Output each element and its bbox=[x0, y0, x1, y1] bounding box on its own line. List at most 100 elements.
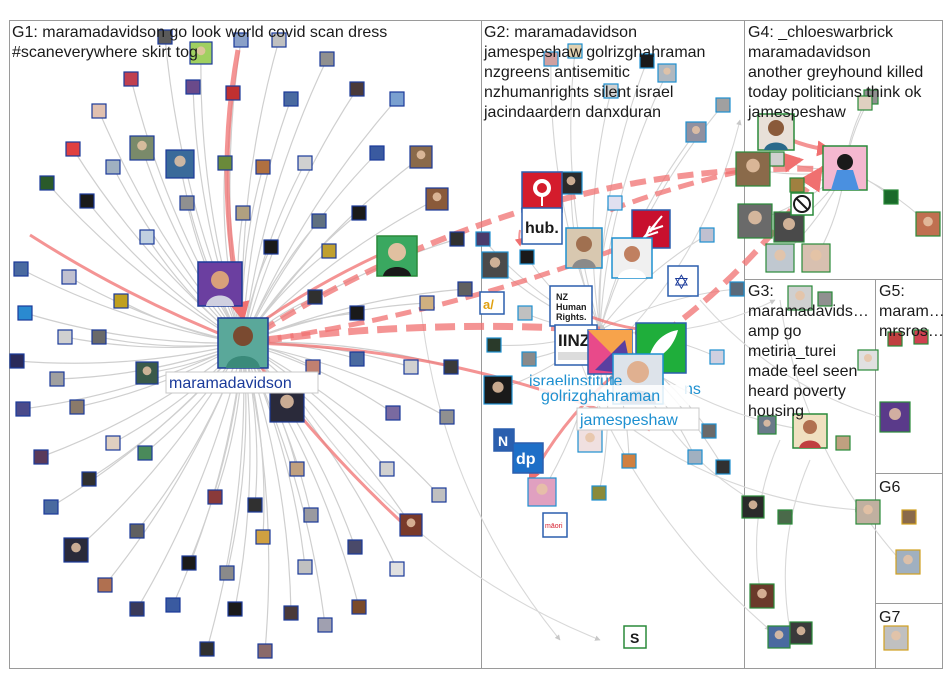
profile-node-g2[interactable] bbox=[715, 97, 731, 113]
profile-node-g2[interactable] bbox=[481, 251, 509, 279]
no-sign-node[interactable] bbox=[790, 192, 814, 216]
profile-node-g1[interactable] bbox=[33, 449, 49, 465]
profile-node-g1[interactable] bbox=[137, 445, 153, 461]
profile-node-g3[interactable] bbox=[749, 583, 775, 609]
profile-node-g1[interactable] bbox=[389, 91, 405, 107]
profile-node-g1[interactable] bbox=[439, 409, 455, 425]
profile-node-g3[interactable] bbox=[789, 621, 813, 645]
g3-photo-node[interactable] bbox=[792, 413, 828, 449]
hub-logo-node[interactable]: hub. bbox=[521, 207, 563, 245]
profile-node-g1[interactable] bbox=[17, 305, 33, 321]
profile-node-g1[interactable] bbox=[157, 29, 173, 45]
profile-node-g1[interactable] bbox=[179, 195, 195, 211]
profile-node-g1[interactable] bbox=[263, 239, 279, 255]
profile-node-g1[interactable] bbox=[189, 41, 213, 65]
label-maramadavidson[interactable]: maramadavidson bbox=[165, 371, 319, 394]
profile-node-g2[interactable] bbox=[603, 83, 619, 99]
profile-node-g1[interactable] bbox=[225, 85, 241, 101]
profile-node-g1[interactable] bbox=[49, 371, 65, 387]
profile-node-g3[interactable] bbox=[855, 499, 881, 525]
profile-node-g2[interactable] bbox=[687, 449, 703, 465]
profile-node-g1[interactable] bbox=[217, 155, 233, 171]
profile-node-g1[interactable] bbox=[13, 261, 29, 277]
woman-photo-node-1[interactable] bbox=[565, 227, 603, 269]
profile-node-g3[interactable] bbox=[817, 291, 833, 307]
dp-logo-node[interactable]: dp bbox=[512, 442, 544, 474]
profile-node-g1[interactable] bbox=[385, 405, 401, 421]
profile-node-g2[interactable] bbox=[709, 349, 725, 365]
profile-node-g5[interactable] bbox=[913, 329, 929, 345]
profile-node-g1[interactable] bbox=[135, 361, 159, 385]
label-jamespeshaw[interactable]: jamespeshaw bbox=[576, 407, 700, 431]
profile-node-g3[interactable] bbox=[767, 625, 791, 649]
profile-node-g1[interactable] bbox=[129, 523, 145, 539]
profile-node-g1[interactable] bbox=[165, 597, 181, 613]
profile-node-g1[interactable] bbox=[79, 193, 95, 209]
profile-node-g1[interactable] bbox=[255, 529, 271, 545]
profile-node-g2[interactable] bbox=[639, 53, 655, 69]
profile-node-g1[interactable] bbox=[349, 81, 365, 97]
profile-node-g1[interactable] bbox=[105, 435, 121, 451]
profile-node-g1[interactable] bbox=[9, 353, 25, 369]
profile-node-g1[interactable] bbox=[185, 79, 201, 95]
g4-photo-node-1[interactable] bbox=[757, 113, 795, 151]
profile-node-g1[interactable] bbox=[399, 513, 423, 537]
profile-node-g1[interactable] bbox=[457, 281, 473, 297]
purple-photo-node[interactable] bbox=[197, 261, 243, 307]
profile-node-g2[interactable] bbox=[527, 477, 557, 507]
profile-node-g1[interactable] bbox=[351, 205, 367, 221]
profile-node-g5[interactable] bbox=[887, 331, 903, 347]
profile-node-g5[interactable] bbox=[857, 349, 879, 371]
profile-node-g2[interactable] bbox=[607, 195, 623, 211]
profile-node-g6[interactable] bbox=[895, 549, 921, 575]
profile-node-g1[interactable] bbox=[165, 149, 195, 179]
maramadavidson-node[interactable] bbox=[217, 317, 269, 369]
profile-node-g1[interactable] bbox=[297, 155, 313, 171]
profile-node-g4[interactable] bbox=[857, 95, 873, 111]
n-logo-node[interactable]: N bbox=[493, 428, 515, 452]
profile-node-g3[interactable] bbox=[757, 415, 777, 435]
profile-node-g2[interactable] bbox=[567, 43, 583, 59]
profile-node-g2[interactable] bbox=[543, 51, 559, 67]
profile-node-g4[interactable] bbox=[735, 151, 771, 187]
profile-node-g2[interactable] bbox=[621, 453, 637, 469]
profile-node-g1[interactable] bbox=[255, 159, 271, 175]
profile-node-g2[interactable] bbox=[729, 281, 745, 297]
profile-node-g5[interactable] bbox=[879, 401, 911, 433]
profile-node-g1[interactable] bbox=[449, 231, 465, 247]
profile-node-g1[interactable] bbox=[419, 295, 435, 311]
profile-node-g1[interactable] bbox=[235, 205, 251, 221]
profile-node-g2[interactable] bbox=[475, 231, 491, 247]
profile-node-g2[interactable] bbox=[715, 459, 731, 475]
profile-node-g1[interactable] bbox=[139, 229, 155, 245]
profile-node-g1[interactable] bbox=[91, 103, 107, 119]
profile-node-g1[interactable] bbox=[425, 187, 449, 211]
woman-photo-node-2[interactable] bbox=[611, 237, 653, 279]
profile-node-g1[interactable] bbox=[349, 351, 365, 367]
profile-node-g1[interactable] bbox=[349, 305, 365, 321]
profile-node-g1[interactable] bbox=[307, 289, 323, 305]
profile-node-g4[interactable] bbox=[737, 203, 773, 239]
profile-node-g3[interactable] bbox=[835, 435, 851, 451]
profile-node-g1[interactable] bbox=[369, 145, 385, 161]
profile-node-g1[interactable] bbox=[43, 499, 59, 515]
profile-node-g2[interactable] bbox=[699, 227, 715, 243]
profile-node-g1[interactable] bbox=[129, 135, 155, 161]
profile-node-g1[interactable] bbox=[379, 461, 395, 477]
profile-node-g2[interactable] bbox=[521, 351, 537, 367]
profile-node-g4[interactable] bbox=[801, 243, 831, 273]
profile-node-g1[interactable] bbox=[303, 507, 319, 523]
profile-node-g4[interactable] bbox=[789, 177, 805, 193]
profile-node-g1[interactable] bbox=[91, 329, 107, 345]
slash-logo-node[interactable]: a/ bbox=[479, 291, 505, 315]
profile-node-g1[interactable] bbox=[105, 159, 121, 175]
profile-node-g2[interactable] bbox=[517, 305, 533, 321]
profile-node-g1[interactable] bbox=[283, 91, 299, 107]
profile-node-g1[interactable] bbox=[289, 461, 305, 477]
profile-node-g1[interactable] bbox=[15, 401, 31, 417]
profile-node-g1[interactable] bbox=[39, 175, 55, 191]
profile-node-g2[interactable] bbox=[486, 337, 502, 353]
profile-node-g2[interactable] bbox=[685, 121, 707, 143]
profile-node-g1[interactable] bbox=[61, 269, 77, 285]
profile-node-g1[interactable] bbox=[351, 599, 367, 615]
